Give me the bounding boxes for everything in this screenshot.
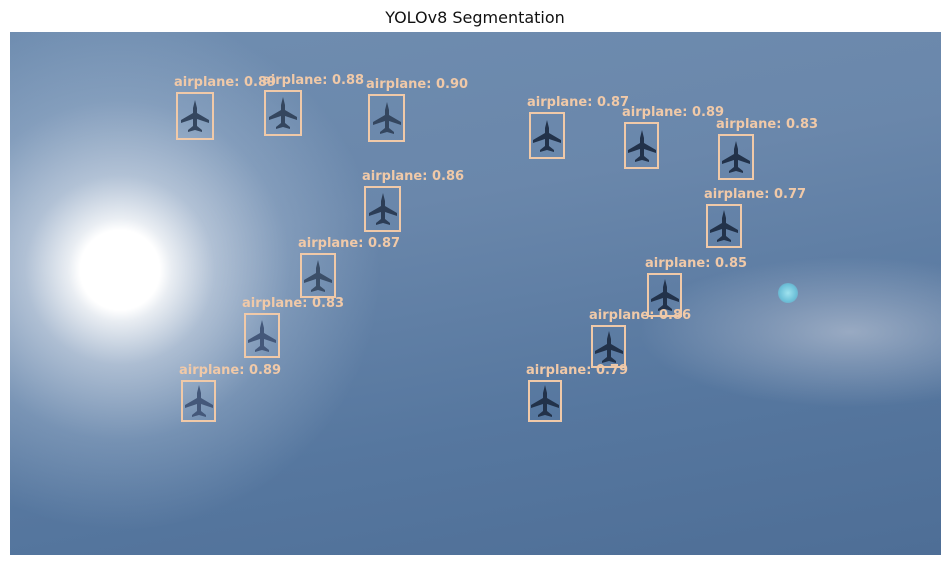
- airplane-icon: [304, 259, 332, 292]
- detection-label: airplane: 0.86: [362, 169, 465, 184]
- airplane-icon: [594, 330, 623, 363]
- figure-title: YOLOv8 Segmentation: [385, 8, 565, 27]
- detection-label: airplane: 0.90: [366, 77, 469, 92]
- airplane-icon: [710, 210, 738, 242]
- airplane-icon: [368, 193, 397, 225]
- airplane-icon: [372, 102, 401, 134]
- airplane-icon: [248, 319, 276, 352]
- detection-label: airplane: 0.83: [716, 117, 819, 132]
- detection-label: airplane: 0.86: [589, 308, 692, 323]
- detection-image: airplane: 0.89 airplane: 0.88 airplane: …: [10, 32, 941, 555]
- airplane-icon: [184, 385, 213, 417]
- detection-label: airplane: 0.85: [645, 256, 748, 271]
- airplane-icon: [533, 119, 561, 152]
- airplane-icon: [269, 97, 297, 129]
- detection-box: airplane: 0.86: [589, 308, 691, 368]
- detection-label: airplane: 0.79: [526, 363, 629, 378]
- detection-box: airplane: 0.85: [645, 256, 747, 317]
- detection-label: airplane: 0.89: [622, 105, 725, 120]
- detection-box: airplane: 0.83: [716, 117, 818, 180]
- detection-box: airplane: 0.90: [366, 77, 468, 142]
- detection-label: airplane: 0.89: [179, 363, 282, 378]
- airplane-icon: [531, 385, 559, 417]
- detection-label: airplane: 0.83: [242, 296, 345, 311]
- detection-label: airplane: 0.77: [704, 187, 807, 202]
- detection-box: airplane: 0.88: [262, 73, 364, 136]
- detection-label: airplane: 0.88: [262, 73, 365, 88]
- detection-box: airplane: 0.87: [527, 95, 629, 159]
- detection-box: airplane: 0.86: [362, 169, 464, 232]
- airplane-icon: [650, 279, 679, 311]
- airplane-icon: [722, 141, 750, 173]
- detection-box: airplane: 0.89: [174, 75, 276, 140]
- airplane-icon: [627, 129, 656, 162]
- detection-box: airplane: 0.87: [298, 236, 400, 298]
- detection-label: airplane: 0.87: [527, 95, 630, 110]
- detection-box: airplane: 0.83: [242, 296, 344, 358]
- lens-flare: [778, 283, 798, 303]
- detection-box: airplane: 0.77: [704, 187, 806, 248]
- detection-box: airplane: 0.89: [179, 363, 281, 422]
- detection-box: airplane: 0.79: [526, 363, 628, 422]
- detection-label: airplane: 0.87: [298, 236, 401, 251]
- airplane-icon: [181, 100, 209, 132]
- detection-box: airplane: 0.89: [622, 105, 724, 169]
- detection-label: airplane: 0.89: [174, 75, 277, 90]
